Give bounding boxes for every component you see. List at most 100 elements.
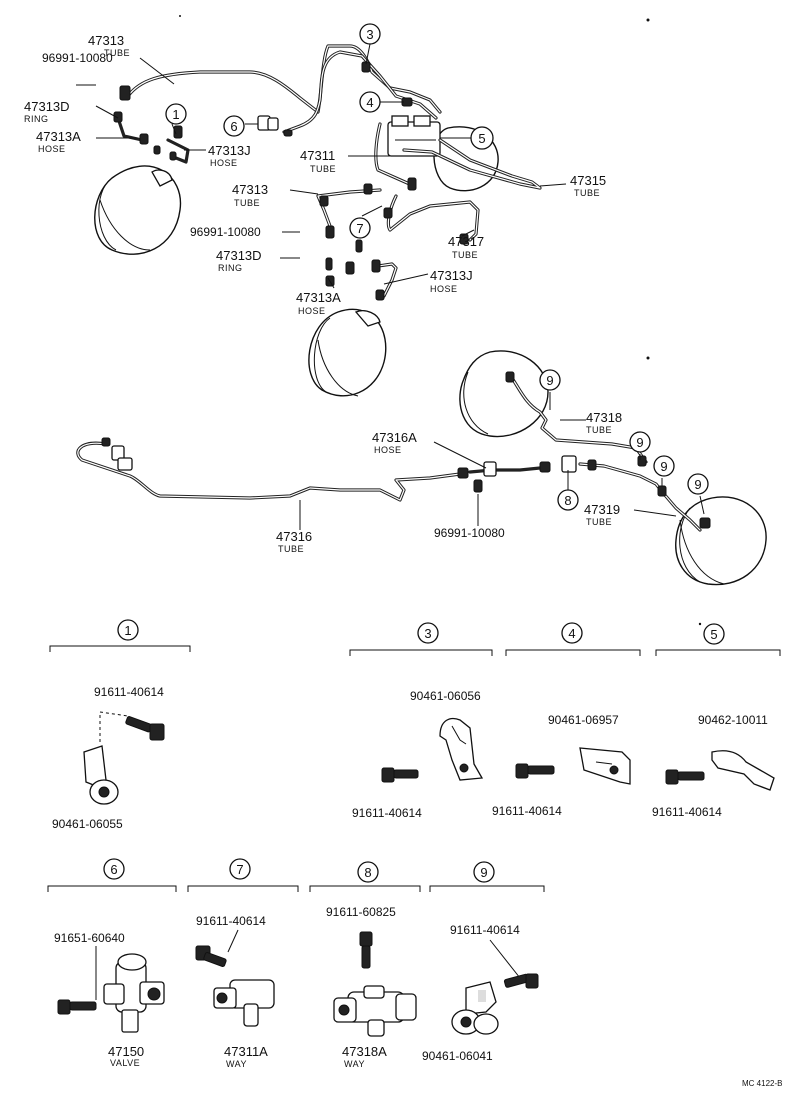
- callout-9-b: 9: [629, 431, 651, 453]
- detail-4-clamp-and-bolt: 90461-06957 91611-40614: [492, 713, 631, 818]
- label-47313a-hose-mid: 47313A HOSE: [296, 290, 341, 316]
- svg-text:90461-06957: 90461-06957: [548, 713, 619, 727]
- detail-brackets: [47, 645, 781, 892]
- svg-text:7: 7: [236, 862, 243, 877]
- callout-1: 1: [165, 103, 187, 125]
- svg-text:47313: 47313: [232, 182, 268, 197]
- svg-text:47316A: 47316A: [372, 430, 417, 445]
- svg-text:47316: 47316: [276, 529, 312, 544]
- svg-text:TUBE: TUBE: [452, 250, 478, 260]
- svg-text:8: 8: [564, 493, 571, 508]
- detail-1-clamp-and-bolt: 91611-40614 90461-06055: [52, 685, 165, 831]
- svg-text:6: 6: [110, 862, 117, 877]
- label-47313d-ring-mid: 47313D RING: [216, 248, 262, 273]
- svg-text:VALVE: VALVE: [110, 1058, 140, 1068]
- detail-callout-7: 7: [229, 858, 251, 880]
- label-96991-10080-top: 96991-10080: [42, 51, 113, 65]
- callout-8: 8: [557, 489, 579, 511]
- svg-text:HOSE: HOSE: [210, 158, 238, 168]
- svg-text:47313D: 47313D: [216, 248, 262, 263]
- detail-callout-6: 6: [103, 858, 125, 880]
- svg-text:47311A: 47311A: [224, 1044, 268, 1059]
- svg-text:90461-06055: 90461-06055: [52, 817, 123, 831]
- svg-text:1: 1: [172, 107, 179, 122]
- svg-text:90462-10011: 90462-10011: [698, 713, 768, 727]
- callout-5: 5: [470, 126, 494, 150]
- svg-text:96991-10080: 96991-10080: [434, 526, 505, 540]
- svg-text:91611-40614: 91611-40614: [94, 685, 164, 699]
- fittings: [101, 61, 711, 529]
- label-96991-10080-bottom: 96991-10080: [434, 526, 505, 540]
- callout-4: 4: [359, 91, 381, 113]
- label-47313a-hose-top: 47313A HOSE: [36, 129, 81, 154]
- callout-7: 7: [349, 217, 371, 239]
- svg-text:9: 9: [636, 435, 643, 450]
- svg-text:HOSE: HOSE: [374, 445, 402, 455]
- svg-text:4: 4: [568, 626, 575, 641]
- svg-text:47315: 47315: [570, 173, 606, 188]
- label-47318-tube: 47318 TUBE: [586, 410, 622, 435]
- svg-text:47313D: 47313D: [24, 99, 70, 114]
- svg-text:47313J: 47313J: [208, 143, 251, 158]
- svg-text:91611-60825: 91611-60825: [326, 905, 396, 919]
- svg-text:91611-40614: 91611-40614: [196, 914, 266, 928]
- svg-text:TUBE: TUBE: [234, 198, 260, 208]
- svg-text:9: 9: [694, 477, 701, 492]
- svg-text:HOSE: HOSE: [298, 306, 326, 316]
- label-47319-tube: 47319 TUBE: [584, 502, 620, 527]
- label-47313d-ring-top: 47313D RING: [24, 99, 70, 124]
- front-right-brake-drum: [308, 308, 387, 397]
- front-left-brake-drum: [94, 165, 182, 255]
- detail-5-clamp-and-bolt: 90462-10011 91611-40614: [652, 713, 775, 819]
- detail-callout-8: 8: [357, 861, 379, 883]
- svg-text:47313A: 47313A: [36, 129, 81, 144]
- svg-text:1: 1: [124, 623, 131, 638]
- detail-6-valve-and-bolt: 91651-60640 47150 VALVE: [54, 931, 165, 1068]
- label-47315-tube: 47315 TUBE: [570, 173, 606, 198]
- rear-right-brake-drum: [675, 496, 767, 586]
- svg-text:TUBE: TUBE: [104, 48, 130, 58]
- svg-text:8: 8: [364, 865, 371, 880]
- svg-text:3: 3: [366, 27, 373, 42]
- svg-text:47313A: 47313A: [296, 290, 341, 305]
- label-96991-10080-mid: 96991-10080: [190, 225, 261, 239]
- svg-text:91651-60640: 91651-60640: [54, 931, 125, 945]
- detail-callout-3: 3: [417, 622, 439, 644]
- svg-text:5: 5: [478, 131, 485, 146]
- svg-text:RING: RING: [24, 114, 49, 124]
- svg-text:47318: 47318: [586, 410, 622, 425]
- rear-left-brake-drum: [459, 350, 549, 438]
- callout-9-c: 9: [653, 455, 675, 477]
- label-47313-tube-mid: 47313 TUBE: [232, 182, 268, 208]
- detail-callout-4: 4: [561, 622, 583, 644]
- svg-text:TUBE: TUBE: [586, 425, 612, 435]
- label-47313j-hose-top: 47313J HOSE: [208, 143, 251, 168]
- svg-text:47318A: 47318A: [342, 1044, 387, 1059]
- svg-text:47150: 47150: [108, 1044, 144, 1059]
- label-47317-tube: 47317 TUBE: [448, 234, 484, 260]
- svg-text:WAY: WAY: [226, 1059, 247, 1069]
- svg-text:91611-40614: 91611-40614: [652, 805, 722, 819]
- svg-text:HOSE: HOSE: [430, 284, 458, 294]
- svg-text:6: 6: [230, 119, 237, 134]
- svg-text:4: 4: [366, 95, 373, 110]
- brake-tubes: [76, 44, 702, 532]
- detail-callout-1: 1: [117, 619, 139, 641]
- svg-text:7: 7: [356, 221, 363, 236]
- svg-text:47319: 47319: [584, 502, 620, 517]
- callout-9-a: 9: [539, 369, 561, 391]
- detail-9-clamp-and-bolt: 91611-40614 90461-06041: [422, 923, 539, 1063]
- svg-text:WAY: WAY: [344, 1059, 365, 1069]
- svg-text:HOSE: HOSE: [38, 144, 66, 154]
- label-47313j-hose-mid: 47313J HOSE: [430, 268, 473, 294]
- svg-text:47317: 47317: [448, 234, 484, 249]
- svg-text:91611-40614: 91611-40614: [492, 804, 562, 818]
- svg-text:TUBE: TUBE: [586, 517, 612, 527]
- label-47316a-hose: 47316A HOSE: [372, 430, 417, 455]
- detail-callout-5: 5: [703, 623, 725, 645]
- svg-text:9: 9: [480, 865, 487, 880]
- callout-3: 3: [359, 23, 381, 45]
- svg-text:91611-40614: 91611-40614: [352, 806, 422, 820]
- svg-text:91611-40614: 91611-40614: [450, 923, 520, 937]
